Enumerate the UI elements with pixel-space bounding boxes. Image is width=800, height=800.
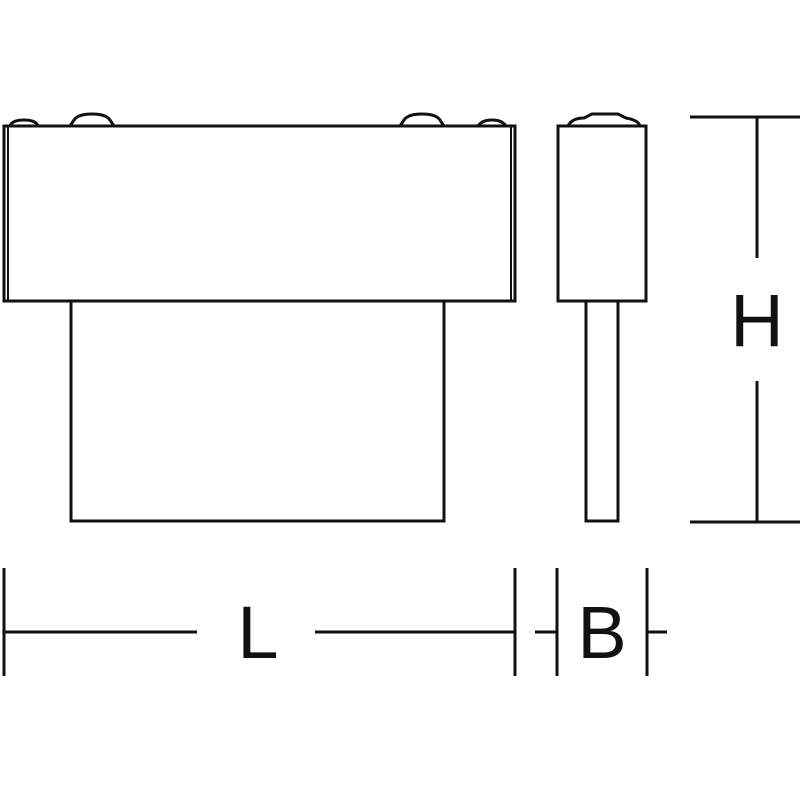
side-housing	[556, 124, 648, 303]
side-view	[556, 112, 648, 523]
side-panel	[584, 301, 620, 523]
side-screw-head	[566, 112, 642, 127]
height-label: H	[730, 279, 783, 362]
screw-head-left	[68, 112, 116, 127]
length-label: L	[237, 591, 278, 674]
screw-head-right-edge	[476, 118, 508, 127]
front-panel	[69, 301, 446, 523]
front-view	[2, 112, 517, 523]
dimension-lines	[2, 115, 800, 676]
front-housing	[2, 124, 517, 303]
screw-head-right	[398, 112, 446, 127]
width-label: B	[577, 591, 626, 674]
screw-head-left-edge	[8, 118, 40, 127]
